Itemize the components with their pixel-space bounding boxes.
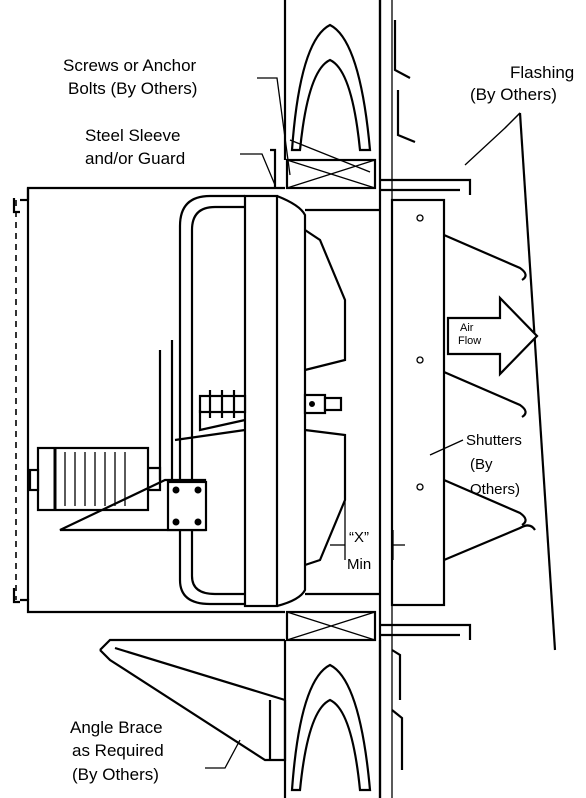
screws-label-line2: Bolts (By Others) <box>68 79 197 98</box>
brace-label-line2: as Required <box>72 741 164 760</box>
sleeve-label-line2: and/or Guard <box>85 149 185 168</box>
fan-frame <box>178 194 245 606</box>
flashing-label-line1: Flashing <box>510 63 574 82</box>
lower-anchor-block <box>285 610 377 642</box>
screws-label-line1: Screws or Anchor <box>63 56 197 75</box>
x-min-label-line1: “X” <box>349 529 369 546</box>
airflow-label-line2: Flow <box>458 335 481 347</box>
angle-brace <box>99 638 287 762</box>
motor-drive <box>158 340 247 480</box>
shutters-label-line1: Shutters <box>466 432 522 449</box>
shutters-label-line3: Others) <box>470 481 520 498</box>
labels: Screws or Anchor Bolts (By Others) Steel… <box>63 56 574 784</box>
sleeve-label-line1: Steel Sleeve <box>85 126 180 145</box>
airflow-label-line1: Air <box>460 322 474 334</box>
fan-blades <box>303 229 347 567</box>
airflow-arrow: Air Flow <box>446 295 539 377</box>
wall <box>283 0 416 798</box>
brace-label-line3: (By Others) <box>72 765 159 784</box>
steel-sleeve <box>12 148 285 614</box>
x-min-dimension: “X” Min <box>330 440 405 573</box>
leader-lines <box>205 77 521 769</box>
x-min-label-line2: Min <box>347 556 371 573</box>
motor <box>28 446 208 532</box>
brace-label-line1: Angle Brace <box>70 718 163 737</box>
shutters <box>390 112 557 651</box>
upper-anchor-block <box>285 158 377 190</box>
flashing-label-line2: (By Others) <box>470 85 557 104</box>
shutters-label-line2: (By <box>470 456 493 473</box>
